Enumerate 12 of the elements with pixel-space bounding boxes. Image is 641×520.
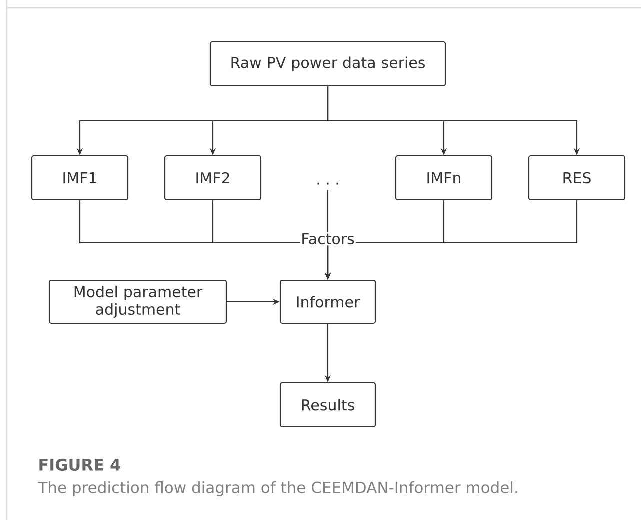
process-box: IMFn: [395, 155, 493, 201]
process-box: Model parameter adjustment: [48, 280, 228, 324]
process-box: Results: [280, 382, 376, 428]
figure-number: FIGURE 4: [40, 458, 120, 472]
process-box: Informer: [280, 280, 376, 324]
process-box: Raw PV power data series: [210, 41, 446, 87]
caption: The prediction flow diagram of the CEEMDAN-Informer model.: [38, 481, 518, 496]
process-box: IMF1: [31, 155, 129, 201]
process-box: RES: [528, 155, 626, 201]
process-box: IMF2: [164, 155, 262, 201]
ellipsis: · · ·: [318, 182, 338, 185]
merge-label: Factors: [300, 232, 356, 246]
